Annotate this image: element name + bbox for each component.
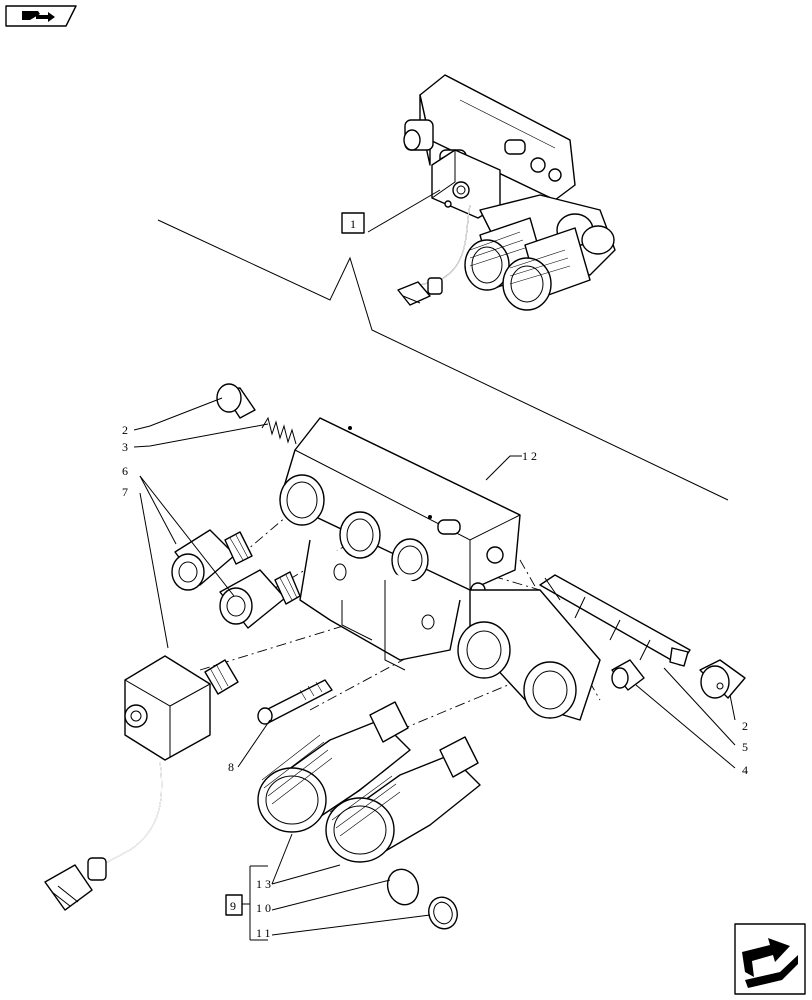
o-ring-10 xyxy=(386,868,420,906)
solenoid-coil xyxy=(44,655,239,911)
nav-badge[interactable] xyxy=(5,5,77,27)
callout-1: 1 xyxy=(350,217,359,231)
callout-2-right: 2 xyxy=(742,719,751,733)
callout-11: 11 xyxy=(256,926,274,940)
callout-10: 10 xyxy=(256,901,274,915)
o-ring-11 xyxy=(428,896,458,930)
coupler-13-right xyxy=(325,736,481,863)
callout-box-1 xyxy=(341,212,365,234)
arrow-right-icon xyxy=(742,938,798,988)
callout-8: 8 xyxy=(228,760,237,774)
callout-3: 3 xyxy=(122,440,131,454)
coupler-13-left xyxy=(257,701,411,833)
callout-5: 5 xyxy=(742,740,751,754)
callout-9: 9 xyxy=(230,899,239,913)
assembled-valve-top xyxy=(397,74,616,311)
fitting-6 xyxy=(171,529,253,591)
callout-box-9 xyxy=(225,894,243,916)
callout-2-top: 2 xyxy=(122,423,131,437)
callout-4: 4 xyxy=(742,763,751,777)
valve-body xyxy=(279,417,601,721)
spring-3 xyxy=(261,416,297,445)
next-page-button[interactable] xyxy=(734,923,806,995)
fitting-7 xyxy=(219,569,301,629)
nipple-4 xyxy=(611,659,645,691)
callout-6: 6 xyxy=(122,464,131,478)
book-arrow-icon xyxy=(22,11,55,22)
valve-stem-5 xyxy=(539,574,691,667)
plug-2-right xyxy=(699,659,746,699)
callout-7: 7 xyxy=(122,485,131,499)
callout-13: 13 xyxy=(256,877,274,891)
plug-2-top xyxy=(216,383,256,419)
leader-lines xyxy=(133,189,736,941)
separation-line xyxy=(157,219,729,501)
callout-12: 12 xyxy=(522,449,540,463)
bolt-8 xyxy=(257,679,333,725)
